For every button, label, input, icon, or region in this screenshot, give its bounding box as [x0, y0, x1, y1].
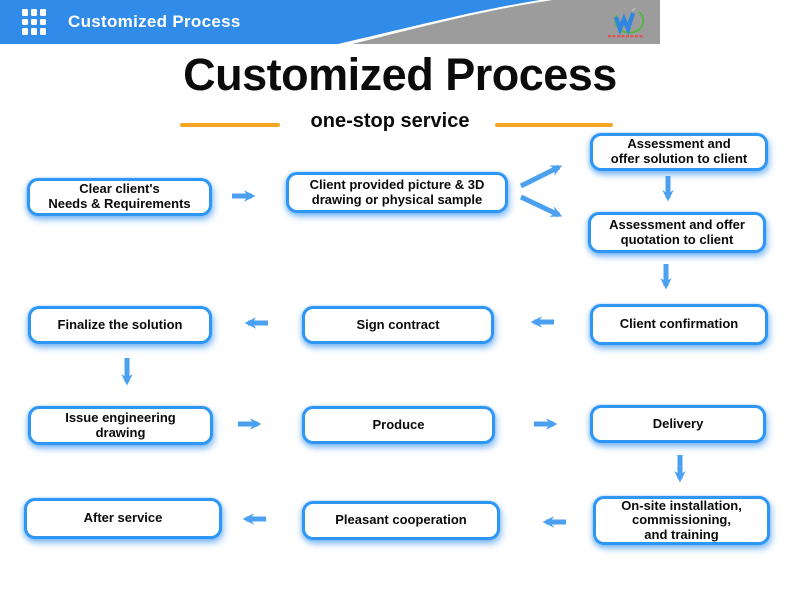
header-blue-shape: [0, 0, 540, 44]
subtitle-divider-left: [180, 123, 280, 127]
arrow-picture-to-quotation: [519, 194, 563, 218]
subtitle-divider-right: [495, 123, 613, 127]
flow-box-client-picture: Client provided picture & 3D drawing or …: [286, 172, 508, 213]
page-subtitle: one-stop service: [310, 110, 470, 132]
header-title: Customized Process: [68, 12, 241, 31]
flow-box-assess-solution: Assessment and offer solution to client: [590, 133, 768, 171]
flow-box-after-service: After service: [24, 498, 222, 539]
flow-box-sign-contract: Sign contract: [302, 306, 494, 344]
header-bar: Customized Process: [0, 0, 800, 44]
header-background: [0, 0, 660, 44]
header-gray-shape: [352, 0, 660, 44]
flow-box-assess-quotation: Assessment and offer quotation to client: [588, 212, 766, 253]
flow-box-client-confirmation: Client confirmation: [590, 304, 768, 345]
flow-box-produce: Produce: [302, 406, 495, 444]
flow-box-clear-needs: Clear client's Needs & Requirements: [27, 178, 212, 216]
flow-box-pleasant: Pleasant cooperation: [302, 501, 500, 540]
flow-box-finalize-solution: Finalize the solution: [28, 306, 212, 344]
grid-icon: [22, 9, 46, 35]
flow-box-issue-drawing: Issue engineering drawing: [28, 406, 213, 445]
flow-box-delivery: Delivery: [590, 405, 766, 443]
page-title: Customized Process: [183, 49, 617, 100]
arrow-picture-to-solution: [519, 164, 563, 189]
company-logo-icon: [608, 7, 645, 38]
flow-box-onsite: On-site installation, commissioning, and…: [593, 496, 770, 545]
